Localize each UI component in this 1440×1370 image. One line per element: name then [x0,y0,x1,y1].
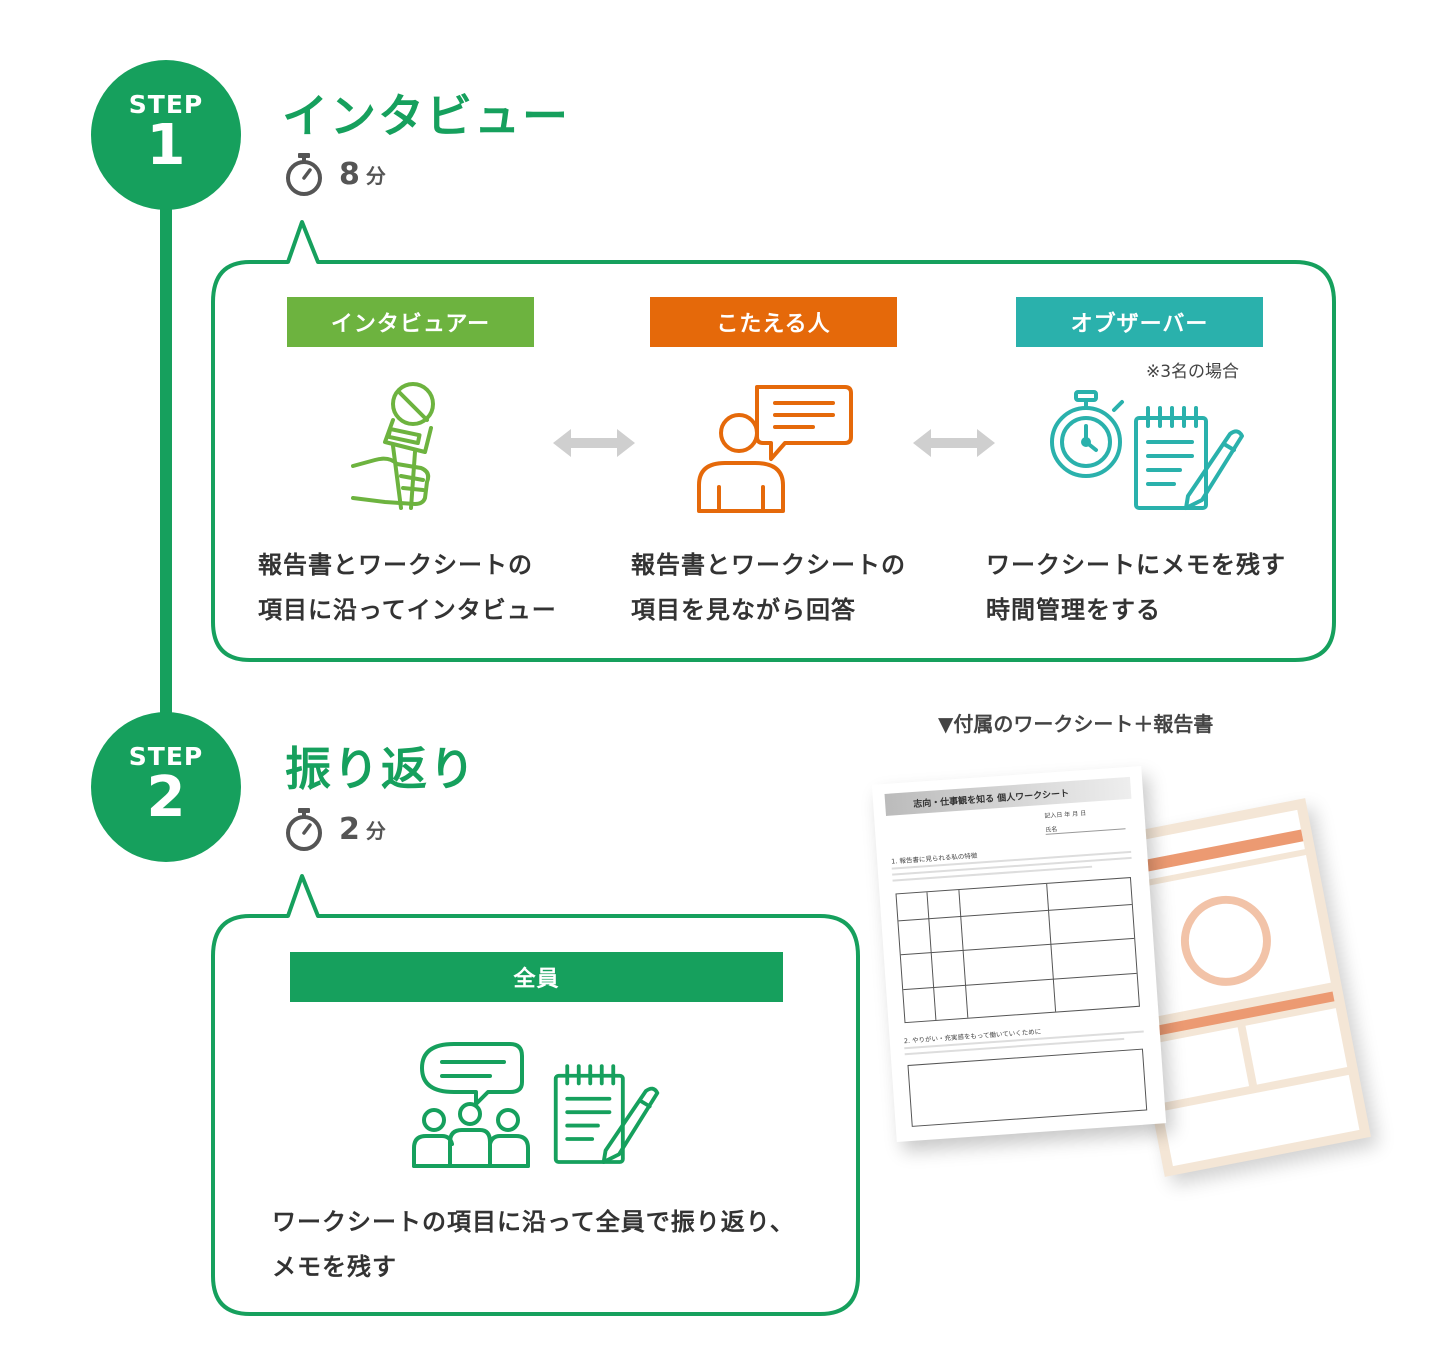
step1-number: 1 [146,113,186,178]
role-desc-answerer: 報告書とワークシートの 項目を見ながら回答 [631,543,906,633]
role-desc-everyone: ワークシートの項目に沿って全員で振り返り、 メモを残す [272,1200,795,1290]
step2-label: STEP [128,742,204,771]
step2-title: 振り返り [285,742,477,796]
observer-note: ※3名の場合 [1146,362,1240,382]
role-desc-line: 項目を見ながら回答 [631,596,856,624]
timeline-line [160,190,172,750]
role-desc-line: 報告書とワークシートの [631,551,906,579]
step2-badge: STEP 2 [91,712,241,862]
step1-time-unit: 分 [365,163,386,188]
step2-duration: 2 分 [283,807,386,851]
role-desc-observer: ワークシートにメモを残す 時間管理をする [986,543,1286,633]
step2-time-value: 2 [339,811,360,847]
step2-number: 2 [146,765,186,830]
step2-time-unit: 分 [365,818,386,843]
step1-title: インタビュー [282,89,570,143]
role-desc-line: ワークシートにメモを残す [986,551,1286,579]
role-badge-answerer: こたえる人 [650,297,897,347]
worksheet-caption: ▼付属のワークシート＋報告書 [938,712,1214,736]
role-desc-line: 項目に沿ってインタビュー [258,596,557,624]
role-desc-line: 報告書とワークシートの [258,551,533,579]
step1-label: STEP [128,90,204,119]
worksheet-name: 氏名 [1045,819,1126,835]
role-desc-line: ワークシートの項目に沿って全員で振り返り、 [272,1208,795,1236]
speaker-icon [697,385,853,513]
notepad-pen-icon [553,1064,660,1164]
role-desc-line: 時間管理をする [986,596,1161,624]
step1-badge: STEP 1 [91,60,241,210]
worksheet-thumbnail: 志向・仕事観を知る 個人ワークシート 記入日 年 月 日 氏名 1. 報告書に見… [871,766,1167,1142]
double-arrow-icon [913,429,995,457]
role-badge-everyone: 全員 [290,952,783,1002]
step1-time-value: 8 [339,156,360,192]
double-arrow-icon [553,429,635,457]
role-badge-interviewer: インタビュアー [287,297,534,347]
role-desc-line: メモを残す [272,1253,397,1281]
role-badge-observer: オブザーバー [1016,297,1263,347]
step1-duration: 8 分 [283,152,386,196]
timer-icon [286,153,322,196]
timer-icon [286,808,322,851]
group-discussion-icon [412,1042,530,1168]
role-desc-interviewer: 報告書とワークシートの 項目に沿ってインタビュー [258,543,557,633]
worksheet-date: 記入日 年 月 日 [1044,809,1087,820]
notepad-pen-icon [1134,406,1244,510]
microphone-icon [351,382,435,510]
stopwatch-icon [1050,390,1124,478]
